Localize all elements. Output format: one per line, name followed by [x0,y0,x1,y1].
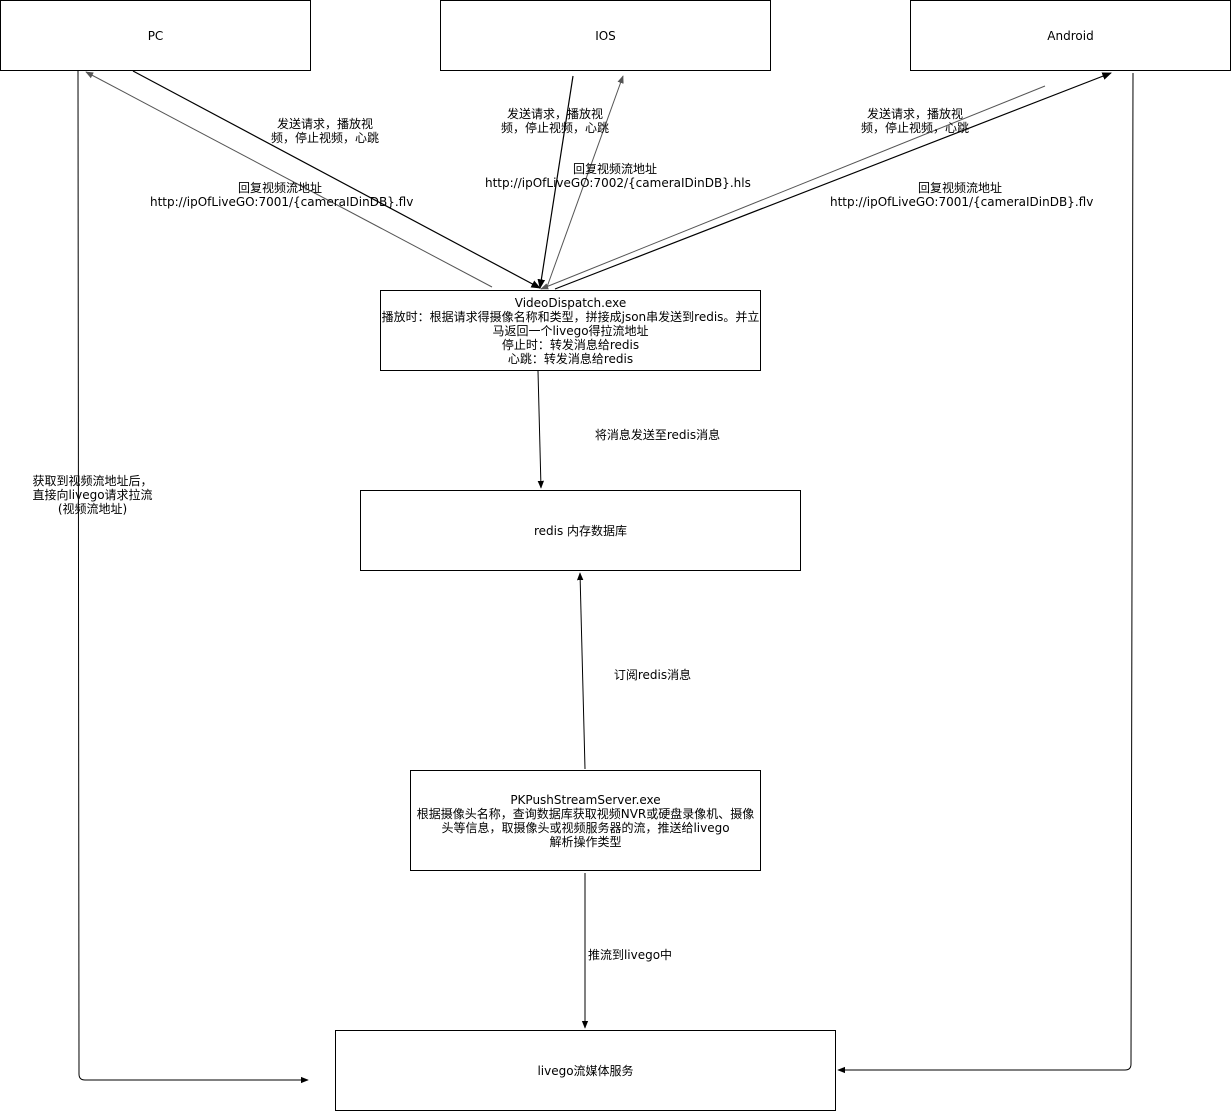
android-node-label: Android [1047,28,1094,43]
edge-android-request [540,85,1046,290]
ios-request-line-2: 频，停止视频，心跳 [500,121,609,135]
dispatch-line-1: VideoDispatch.exe [514,295,627,310]
livego-node: livego流媒体服务 [335,1030,836,1111]
edge-ios-reply [546,75,624,288]
pull-line-3: (视频流地址) [57,502,128,516]
livego-node-label: livego流媒体服务 [537,1063,634,1078]
ios-reply-label: 回复视频流地址 http://ipOfLiveGO:7002/{cameraID… [485,162,751,190]
edge-ios-request [537,75,574,289]
pkpush-node: PKPushStreamServer.exe 根据摄像头名称，查询数据库获取视频… [410,770,761,871]
edge-pc-pull [77,70,309,1084]
pkpush-line-3: 头等信息，取摄像头或视频服务器的流，推送给livego [441,820,730,835]
android-node: Android [910,0,1231,71]
ios-reply-line-2: http://ipOfLiveGO:7002/{cameraIDinDB}.hl… [485,176,751,190]
edge-pc-request [132,70,541,289]
dispatch-line-2: 播放时：根据请求得摄像名称和类型，拼接成json串发送到redis。并立 [381,309,760,324]
edge-dispatch-to-redis [537,370,545,489]
to-redis-label: 将消息发送至redis消息 [590,428,725,442]
android-reply-line-2: http://ipOfLiveGO:7001/{cameraIDinDB}.fl… [830,195,1094,209]
ios-request-line-1: 发送请求，播放视 [506,107,603,121]
video-dispatch-node: VideoDispatch.exe 播放时：根据请求得摄像名称和类型，拼接成js… [380,290,761,371]
redis-node: redis 内存数据库 [360,490,801,571]
ios-request-label: 发送请求，播放视 频，停止视频，心跳 [490,107,620,135]
ios-node: IOS [440,0,771,71]
pc-node-label: PC [147,28,164,43]
pc-request-line-1: 发送请求，播放视 [276,117,373,131]
pull-label: 获取到视频流地址后， 直接向livego请求拉流 (视频流地址) [25,474,160,516]
ios-node-label: IOS [595,28,616,43]
pc-request-label: 发送请求，播放视 频，停止视频，心跳 [260,117,390,145]
edge-android-reply [554,72,1112,290]
dispatch-line-5: 心跳：转发消息给redis [507,351,634,366]
edge-android-pull [837,72,1134,1074]
redis-node-label: redis 内存数据库 [533,523,628,538]
pkpush-line-1: PKPushStreamServer.exe [510,792,661,807]
android-reply-label: 回复视频流地址 http://ipOfLiveGO:7001/{cameraID… [830,181,1094,209]
pkpush-line-2: 根据摄像头名称，查询数据库获取视频NVR或硬盘录像机、摄像 [416,806,755,821]
pc-reply-line-2: http://ipOfLiveGO:7001/{cameraIDinDB}.fl… [150,195,414,209]
to-redis-line-1: 将消息发送至redis消息 [594,428,721,442]
pc-reply-line-1: 回复视频流地址 [237,181,322,195]
edge-pc-reply [85,71,493,288]
pc-reply-label: 回复视频流地址 http://ipOfLiveGO:7001/{cameraID… [150,181,414,209]
pc-request-line-2: 频，停止视频，心跳 [270,131,379,145]
subscribe-label: 订阅redis消息 [610,668,695,682]
push-label: 推流到livego中 [585,948,675,962]
pkpush-line-4: 解析操作类型 [549,834,622,849]
android-request-label: 发送请求，播放视 频，停止视频，心跳 [850,107,980,135]
dispatch-line-3: 马返回一个livego得拉流地址 [492,323,649,338]
ios-reply-line-1: 回复视频流地址 [572,162,657,176]
pull-line-2: 直接向livego请求拉流 [32,488,153,502]
android-request-line-2: 频，停止视频，心跳 [860,121,969,135]
pc-node: PC [0,0,311,71]
edge-pkpush-subscribe [576,572,586,770]
subscribe-line-1: 订阅redis消息 [613,668,692,682]
pull-line-1: 获取到视频流地址后， [32,474,153,488]
android-request-line-1: 发送请求，播放视 [866,107,963,121]
android-reply-line-1: 回复视频流地址 [917,181,1002,195]
dispatch-line-4: 停止时：转发消息给redis [501,337,640,352]
push-line-1: 推流到livego中 [587,948,673,962]
